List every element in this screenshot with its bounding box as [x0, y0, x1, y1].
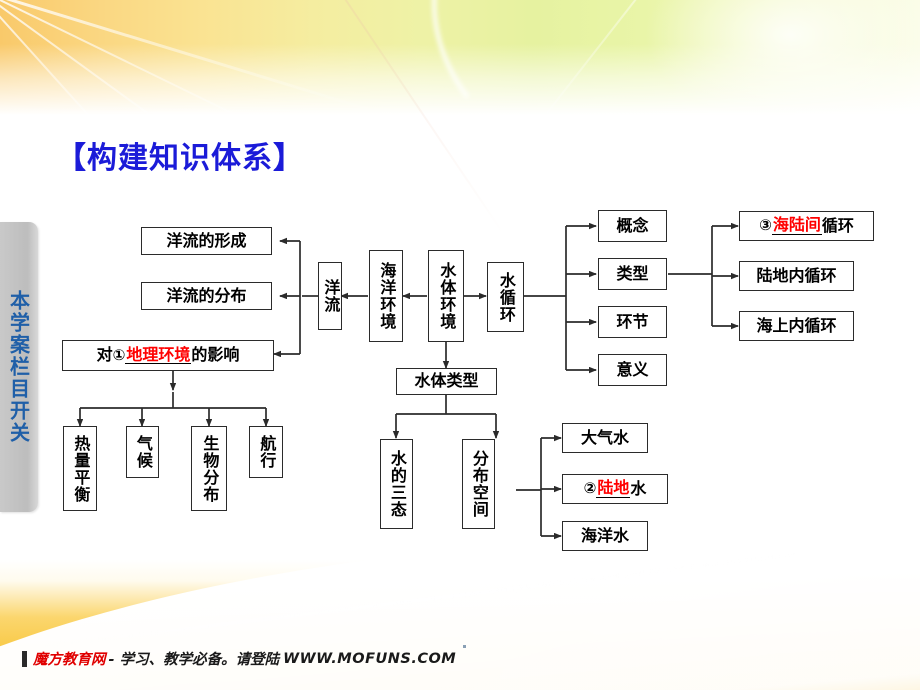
node-shuiti-huanjing[interactable]: 水体环境 — [428, 250, 464, 342]
footer-brand: 魔方教育网 — [33, 652, 106, 668]
blank-answer-3: 海陆间 — [771, 215, 822, 235]
node-label: 水循环 — [496, 271, 516, 323]
node-label-prefix: 对 — [96, 345, 113, 365]
node-shui-de-santai[interactable]: 水的三态 — [380, 439, 413, 529]
node-label: 类型 — [616, 263, 649, 283]
node-label: 大气水 — [580, 427, 629, 447]
node-label: 水的三态 — [387, 450, 407, 518]
page-title: 【构建知识体系】 — [56, 141, 304, 176]
node-label: 意义 — [616, 359, 649, 379]
node-label: 陆地内循环 — [756, 265, 837, 285]
node-fenbu-kongjian[interactable]: 分布空间 — [462, 439, 495, 529]
node-label-suffix: 的影响 — [191, 345, 240, 365]
blank-number-1: ① — [112, 345, 126, 364]
node-shengwu-fenbu[interactable]: 生物分布 — [191, 426, 227, 511]
node-yiyi[interactable]: 意义 — [598, 354, 667, 386]
node-label: 概念 — [616, 215, 649, 235]
node-yangliu-fenbu[interactable]: 洋流的分布 — [141, 282, 272, 310]
footer-tagline: - 学习、教学必备。请登陆 — [108, 652, 280, 668]
node-label: 分布空间 — [469, 450, 489, 518]
footer-bar-icon — [22, 650, 27, 667]
node-haishang-nei-xunhuan[interactable]: 海上内循环 — [739, 311, 854, 341]
node-label: 海上内循环 — [756, 315, 837, 335]
node-haiyang-shui[interactable]: 海洋水 — [562, 521, 648, 551]
node-yangliu-xingcheng[interactable]: 洋流的形成 — [141, 227, 272, 255]
node-yangliu[interactable]: 洋流 — [318, 262, 342, 330]
node-label-suffix: 循环 — [821, 215, 854, 235]
node-gainian[interactable]: 概念 — [598, 210, 667, 242]
node-label: 洋流 — [321, 279, 341, 313]
footer-dot — [463, 645, 466, 648]
node-label: 洋流的形成 — [166, 230, 247, 250]
node-label: 航行 — [257, 435, 277, 469]
node-label: 洋流的分布 — [166, 285, 247, 305]
node-label: 气候 — [133, 435, 153, 469]
node-haiyang-huanjing[interactable]: 海洋环境 — [369, 250, 403, 342]
node-label: 水体环境 — [437, 262, 457, 330]
node-label: 热量平衡 — [71, 434, 91, 503]
node-huanjie[interactable]: 环节 — [598, 306, 667, 338]
node-label: 海洋环境 — [377, 262, 397, 330]
node-label: 环节 — [616, 311, 649, 331]
footer-watermark: 魔方教育网 - 学习、教学必备。请登陆 WWW.MOFUNS.COM — [22, 648, 456, 669]
footer-url: WWW.MOFUNS.COM — [283, 650, 457, 667]
node-shui-xunhuan[interactable]: 水循环 — [487, 262, 524, 332]
node-leixing[interactable]: 类型 — [598, 258, 667, 290]
node-ludi-nei-xunhuan[interactable]: 陆地内循环 — [739, 261, 854, 291]
node-qihou[interactable]: 气候 — [126, 426, 159, 478]
node-label: 水体类型 — [414, 371, 479, 391]
node-hangxing[interactable]: 航行 — [249, 426, 283, 478]
blank-number-2: ② — [583, 479, 597, 498]
node-label: 海洋水 — [580, 525, 629, 545]
node-shuiti-leixing[interactable]: 水体类型 — [396, 368, 497, 395]
side-tab[interactable]: 本学案栏目开关 — [0, 222, 38, 512]
node-reliang-pingheng[interactable]: 热量平衡 — [63, 426, 97, 511]
node-label: 生物分布 — [200, 434, 220, 503]
side-tab-label: 本学案栏目开关 — [6, 290, 31, 444]
blank-number-3: ③ — [759, 216, 772, 235]
node-label-suffix: 水 — [630, 478, 647, 498]
blank-answer-1: 地理环境 — [125, 344, 192, 365]
blank-answer-2: 陆地 — [596, 478, 631, 498]
node-daqi-shui[interactable]: 大气水 — [562, 423, 648, 453]
